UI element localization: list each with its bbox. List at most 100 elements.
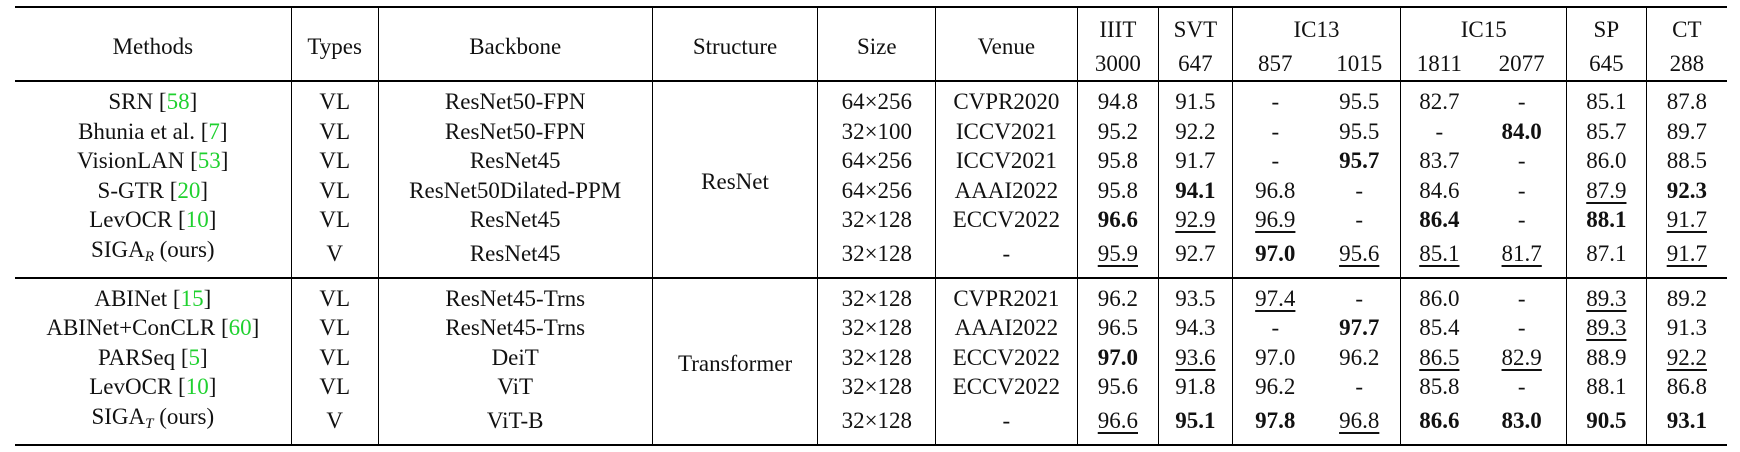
type-cell: VL	[290, 146, 379, 176]
score-value: 83.7	[1419, 148, 1460, 174]
score-value: -	[1271, 89, 1280, 115]
method-suffix: (ours)	[153, 403, 215, 429]
score-cell: 84.0	[1477, 117, 1566, 147]
citation-number[interactable]: 20	[177, 177, 201, 203]
score-cell: 90.5	[1566, 401, 1647, 446]
score-value: 96.8	[1255, 177, 1296, 203]
header-backbone: Backbone	[377, 6, 653, 81]
score-cell: 97.0	[1231, 234, 1319, 278]
score-cell: -	[1477, 372, 1566, 402]
method-name: SIGA	[91, 236, 145, 262]
score-value: 82.9	[1501, 344, 1542, 370]
score-cell: 85.7	[1566, 116, 1647, 146]
citation[interactable]: [60]	[220, 315, 260, 341]
score-value: 88.9	[1586, 344, 1627, 370]
citation[interactable]: [15]	[172, 285, 212, 311]
method-name: VisionLAN	[77, 148, 191, 174]
citation[interactable]: [7]	[200, 118, 228, 144]
score-cell: 92.9	[1158, 205, 1233, 235]
score-cell: 88.1	[1566, 205, 1647, 235]
method-cell: S-GTR [20]	[15, 176, 291, 206]
score-cell: -	[1477, 176, 1566, 206]
citation-number[interactable]: 10	[185, 374, 209, 400]
score-value: 85.8	[1419, 374, 1460, 400]
header-methods: Methods	[15, 6, 292, 81]
score-cell: 94.3	[1158, 313, 1233, 343]
type-cell: V	[290, 234, 379, 278]
score-cell: 86.8	[1645, 372, 1727, 402]
type-cell: VL	[290, 372, 379, 402]
score-cell: -	[1477, 146, 1566, 176]
citation-number[interactable]: 58	[166, 89, 190, 115]
score-value: 89.3	[1586, 315, 1627, 341]
header-svt: SVT	[1158, 6, 1233, 46]
score-value: -	[1435, 118, 1444, 144]
method-suffix: (ours)	[153, 236, 215, 262]
score-cell: 92.2	[1158, 116, 1233, 146]
score-value: 97.0	[1255, 344, 1296, 370]
citation[interactable]: [10]	[178, 207, 217, 233]
score-value: 95.5	[1339, 118, 1380, 144]
size-cell: 64×256	[817, 175, 936, 205]
citation[interactable]: [5]	[180, 344, 208, 370]
score-cell: 89.2	[1645, 276, 1727, 313]
citation-number[interactable]: 7	[208, 118, 220, 144]
venue-cell: CVPR2021	[935, 276, 1077, 313]
citation-number[interactable]: 15	[180, 285, 204, 311]
score-value: 88.1	[1586, 374, 1627, 400]
score-value: 86.6	[1419, 407, 1460, 433]
citation[interactable]: [10]	[178, 374, 217, 400]
venue-cell: ECCV2022	[935, 205, 1077, 235]
venue-cell: ECCV2022	[935, 342, 1077, 372]
method-name: SIGA	[91, 403, 146, 429]
score-cell: 84.6	[1400, 175, 1478, 205]
score-cell: 95.9	[1076, 234, 1159, 278]
header-size: Size	[817, 6, 936, 81]
citation-number[interactable]: 10	[185, 207, 209, 233]
citation[interactable]: [58]	[158, 89, 198, 115]
structure-cell: Transformer	[651, 276, 818, 446]
header-ct: CT	[1645, 6, 1727, 46]
score-cell: 88.5	[1645, 146, 1727, 176]
method-cell: SRN [58]	[15, 80, 292, 117]
structure-cell: ResNet	[651, 80, 818, 278]
score-cell: 85.1	[1400, 234, 1478, 278]
size-cell: 32×128	[817, 276, 936, 313]
score-value: 93.5	[1175, 285, 1216, 311]
score-cell: 93.5	[1158, 276, 1233, 313]
score-cell: 91.7	[1158, 146, 1233, 176]
score-value: 92.9	[1175, 207, 1216, 233]
citation-number[interactable]: 60	[228, 315, 252, 341]
method-cell: LevOCR [10]	[15, 372, 291, 402]
citation[interactable]: [20]	[169, 177, 209, 203]
citation-number[interactable]: 5	[188, 344, 201, 370]
method-name: SRN	[108, 89, 159, 115]
score-cell: 91.3	[1645, 313, 1727, 343]
backbone-cell: ViT	[377, 372, 653, 402]
score-cell: 91.8	[1158, 372, 1233, 402]
citation-number[interactable]: 53	[197, 148, 221, 174]
score-value: 96.2	[1339, 344, 1380, 370]
backbone-cell: ResNet50Dilated-PPM	[377, 175, 653, 205]
score-cell: 97.7	[1318, 313, 1401, 343]
type-cell: VL	[290, 80, 379, 117]
score-cell: 83.0	[1477, 401, 1567, 446]
score-value: 95.6	[1097, 374, 1138, 400]
score-cell: 95.6	[1076, 372, 1159, 402]
score-value: 96.2	[1097, 285, 1138, 311]
header-sp: SP	[1566, 6, 1647, 46]
score-cell: 95.2	[1076, 116, 1159, 146]
score-cell: 96.6	[1076, 401, 1159, 446]
score-cell: 93.1	[1645, 401, 1727, 446]
score-value: 92.3	[1666, 177, 1707, 203]
score-value: 95.7	[1339, 148, 1380, 174]
venue-cell: CVPR2020	[935, 80, 1077, 117]
citation[interactable]: [53]	[190, 148, 229, 174]
score-value: 91.5	[1175, 89, 1216, 115]
score-value: 97.0	[1255, 240, 1296, 266]
score-value: -	[1355, 177, 1364, 203]
score-cell: 93.6	[1158, 342, 1233, 372]
